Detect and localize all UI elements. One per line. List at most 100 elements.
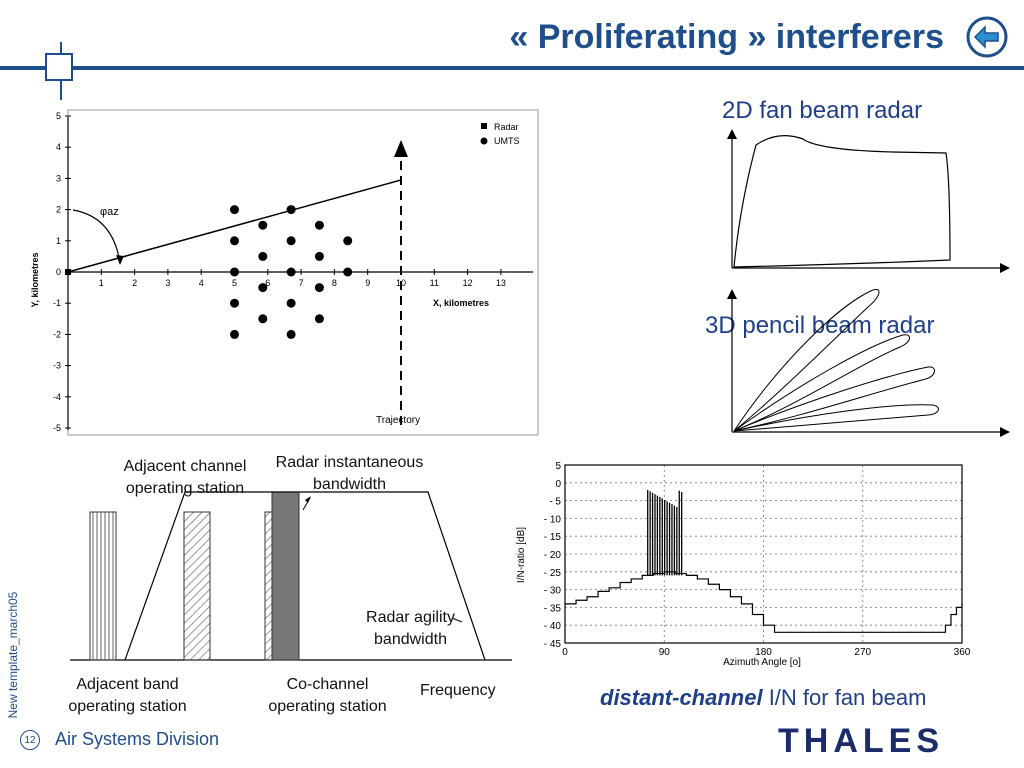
y-tick-label: - 15 — [544, 532, 562, 543]
geo-xtick-label: 7 — [299, 278, 304, 288]
chart-x-ticks: 0 90 180 270 360 — [562, 647, 971, 658]
pencil-beam-lobes — [733, 288, 939, 432]
y-tick-label: - 20 — [544, 550, 562, 561]
umts-dot — [258, 251, 268, 261]
chart-frame — [564, 464, 963, 644]
x-tick-label: 90 — [659, 647, 671, 658]
chart-xlabel: Azimuth Angle [o] — [723, 657, 801, 668]
umts-dot — [286, 329, 296, 339]
y-tick-label: 0 — [555, 479, 561, 490]
umts-dot — [258, 283, 268, 293]
in-ratio-spikes — [647, 489, 683, 576]
fan-beam-label: 2D fan beam radar — [722, 97, 923, 124]
umts-dot — [230, 236, 239, 246]
y-tick-label: 5 — [555, 461, 561, 472]
fan-beam-diagram — [727, 129, 1010, 273]
umts-dot — [314, 314, 324, 324]
legend-umts: UMTS — [494, 136, 520, 146]
chart-y-ticks: 50- 5- 10- 15- 20- 25- 30- 35- 40- 45 — [544, 461, 562, 650]
geo-ytick-label: -4 — [53, 392, 61, 402]
geo-ylabel: Y, kilometres — [30, 252, 40, 307]
geo-xtick-label: 1 — [99, 278, 104, 288]
slide-title: « Proliferating » interferers — [509, 18, 944, 56]
x-tick-label: 270 — [854, 647, 871, 658]
umts-dot — [230, 329, 239, 339]
umts-stations — [65, 205, 353, 339]
umts-dot — [343, 236, 353, 246]
umts-dot — [258, 220, 268, 230]
y-tick-label: - 25 — [544, 568, 562, 579]
in-ratio-series — [565, 571, 963, 633]
x-tick-label: 180 — [755, 647, 772, 658]
geo-ytick-label: -1 — [53, 298, 61, 308]
radar-instantaneous-band — [271, 491, 300, 661]
umts-dot — [286, 205, 296, 215]
chart-ylabel: I/N-ratio [dB] — [516, 527, 527, 583]
radar-agility-envelope — [124, 491, 486, 661]
umts-dot — [286, 298, 296, 308]
header-rule — [0, 66, 1024, 70]
geo-xtick-label: 13 — [496, 278, 506, 288]
division-name: Air Systems Division — [55, 729, 220, 749]
radar-marker — [65, 269, 71, 275]
caption-bold: distant-channel — [600, 685, 763, 710]
geo-ytick-label: 3 — [56, 173, 61, 183]
geo-ytick-label: -2 — [53, 329, 61, 339]
y-tick-label: - 5 — [549, 497, 561, 508]
umts-dot — [230, 267, 239, 277]
adjacent-channel-station — [183, 511, 211, 661]
frequency-label: Frequency — [420, 682, 496, 699]
umts-dot — [286, 267, 296, 277]
trajectory-arrowhead — [394, 140, 408, 157]
umts-dot — [343, 267, 353, 277]
geo-xtick-label: 11 — [430, 278, 439, 288]
template-label: New template_march05 — [6, 591, 20, 719]
umts-dot — [314, 251, 324, 261]
x-tick-label: 360 — [954, 647, 971, 658]
geo-xtick-label: 9 — [365, 278, 370, 288]
geo-xtick-label: 2 — [132, 278, 137, 288]
back-arrow-icon[interactable] — [966, 16, 1008, 58]
legend-radar-marker — [481, 123, 487, 129]
y-tick-label: - 45 — [544, 639, 562, 650]
umts-dot — [286, 236, 296, 246]
umts-dot — [230, 205, 239, 215]
y-tick-label: - 35 — [544, 603, 562, 614]
y-tick-label: - 30 — [544, 586, 562, 597]
geo-ytick-label: -3 — [53, 361, 61, 371]
pencil-beam-label: 3D pencil beam radar — [705, 312, 935, 339]
spectrum-diagram — [70, 491, 525, 665]
pencil-beam-diagram — [727, 288, 1010, 437]
geo-xtick-label: 6 — [265, 278, 270, 288]
geo-ytick-label: 1 — [56, 236, 61, 246]
y-tick-label: - 40 — [544, 621, 562, 632]
geo-xtick-label: 12 — [463, 278, 473, 288]
geo-ytick-label: 5 — [56, 111, 61, 121]
umts-dot — [258, 314, 268, 324]
geo-xtick-label: 5 — [232, 278, 237, 288]
geo-xtick-label: 4 — [199, 278, 204, 288]
trajectory-label: Trajectory — [376, 415, 420, 426]
umts-dot — [314, 220, 324, 230]
geo-xlabel: X, kilometres — [433, 298, 489, 308]
geo-xtick-label: 8 — [332, 278, 337, 288]
geo-xtick-label: 3 — [165, 278, 170, 288]
geo-ytick-label: 4 — [56, 142, 61, 152]
fan-beam-pattern — [733, 135, 951, 268]
page-number: 12 — [20, 730, 40, 750]
header-box-decoration — [45, 53, 73, 81]
geo-ytick-label: -5 — [53, 423, 61, 433]
x-tick-label: 0 — [562, 647, 568, 658]
angle-label: φaz — [100, 206, 119, 218]
legend-umts-marker — [480, 137, 488, 145]
geo-ytick-label: 2 — [56, 205, 61, 215]
geo-ytick-label: 0 — [56, 267, 61, 277]
umts-dot — [314, 283, 324, 293]
